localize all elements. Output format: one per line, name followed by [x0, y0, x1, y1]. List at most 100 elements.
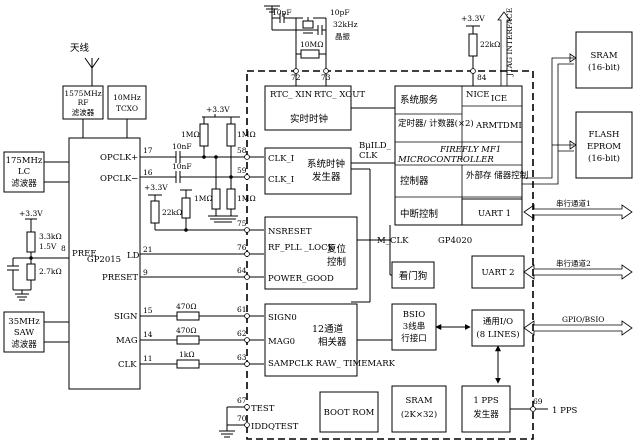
c-10nf-bottom-label: 10nF: [172, 162, 192, 171]
external-flash-line1: FLASH: [589, 130, 620, 140]
pps-line1: 1 PPS: [473, 396, 499, 406]
external-sram-line1: SRAM: [590, 51, 617, 61]
r-1m-b-label: 1MΩ: [237, 130, 256, 139]
gp2015-pinnum-clk: 11: [143, 354, 153, 363]
gp2015-pin-opclk-n: OPCLK−: [100, 174, 138, 184]
gp2015-pinnum-pree: 8: [61, 244, 66, 253]
gp4020-pinnum-power-good: 64: [237, 266, 247, 275]
r-1m-d-label: 1MΩ: [237, 194, 256, 203]
gp4020-pinnum-rf-pll: 76: [237, 243, 247, 252]
gp4020-pinnum-nsreset: 75: [237, 219, 247, 228]
watchdog-label: 看门狗: [399, 270, 428, 282]
rtc-block: RTC_ XIN RTC_ XOUT 实时时钟: [264, 85, 365, 131]
test-label: TEST: [251, 404, 275, 414]
reset-block: NSRESET RF_PLL _LOCK POWER_GOOD 复位 控制: [264, 216, 358, 290]
antenna: 天线: [70, 42, 100, 86]
corr-line1: 12通道: [312, 323, 344, 335]
gp2015-pin-mag: MAG: [116, 336, 138, 346]
mcu-armtdmi: ARMTDMI: [475, 121, 522, 131]
gp4020-pinnum-mag0: 62: [237, 329, 247, 338]
bus-clk-line2: CLK: [359, 151, 378, 161]
gpio-bsio-label: GPIO/BSIO: [562, 315, 604, 324]
reset-nsreset: NSRESET: [268, 227, 312, 237]
gp4020-pinnum-clk-i2: 59: [237, 166, 247, 175]
lc-filter-line1: 175MHz: [6, 156, 43, 166]
uart1-label: UART 1: [478, 209, 511, 219]
r-470-mag-label: 470Ω: [176, 326, 197, 335]
boot-rom-block: BOOT ROM: [319, 391, 379, 433]
rtc-xout: RTC_ XOUT: [314, 90, 365, 100]
serial2-arrow: [523, 264, 633, 280]
mcu-brand2: MICROCONTROLLER: [397, 155, 494, 165]
lc-filter-line2: LC: [18, 167, 30, 177]
gp2015-pin-pree: PREE: [72, 249, 97, 259]
gpio-line2: (8 LINES): [476, 329, 519, 340]
r-22k-reset-label: 22kΩ: [162, 208, 182, 217]
tcxo-line1: 10MHz: [113, 93, 141, 102]
mcu-controller: 控制器: [400, 175, 429, 187]
serial1-label: 串行通道1: [556, 198, 591, 208]
external-flash-line2: EPROM: [587, 142, 621, 152]
microcontroller-block: 系统服务 NICE ICE 定时器/ 计数器(×2) ARMTDMI FIREF…: [394, 85, 528, 226]
external-flash-line3: (16-bit): [588, 153, 620, 164]
mcu-timer: 定时器/ 计数器(×2): [398, 118, 474, 129]
clock-generator-block: CLK_I CLK_I 系统时钟 发生器: [264, 147, 352, 195]
saw-filter: 35MHz SAW 滤波器: [3, 311, 45, 353]
bsio-line3: 行接口: [401, 333, 427, 344]
gp2015-pin-preset: PRESET: [102, 273, 138, 283]
gpio-line1: 通用I/O: [483, 316, 513, 327]
gp2015-chip: GP2015: [68, 137, 141, 390]
bsio-line2: 3线串: [403, 321, 425, 332]
xtal-name-label: 晶振: [335, 31, 350, 41]
serial2-label: 串行通道2: [556, 258, 591, 268]
lc-filter-line3: 滤波器: [11, 178, 37, 189]
xtal-freq-label: 32kHz: [333, 20, 358, 29]
clkgen-clk-i2: CLK_I: [268, 175, 294, 185]
gp4020-pinnum-samp: 63: [237, 353, 247, 362]
gp4020-pinnum-test: 67: [237, 396, 247, 405]
corr-line2: 相关器: [318, 336, 347, 348]
clkgen-line2: 发生器: [312, 171, 341, 183]
mcu-int-ctrl: 中断控制: [400, 208, 438, 220]
corr-sign0: SIGN0: [268, 313, 297, 323]
gp2015-pin-sign: SIGN: [114, 312, 138, 322]
bsio-line1: BSIO: [403, 310, 425, 320]
jtag-label: JTAG INTERFACE: [505, 8, 514, 77]
reset-power-good: POWER_GOOD: [268, 274, 334, 284]
c-10pf-left-label: 10pF: [272, 8, 292, 17]
clkgen-clk-i: CLK_I: [268, 154, 294, 164]
internal-sram-line1: SRAM: [405, 396, 432, 406]
reset-line1: 复位: [327, 243, 347, 255]
mcu-brand1: FIREFLY MF1: [439, 145, 501, 155]
clkgen-line1: 系统时钟: [307, 158, 345, 170]
rf-filter: 1575MHz RF 滤波器: [62, 85, 104, 120]
reset-rf-pll: RF_PLL _LOCK: [268, 243, 335, 253]
c-10nf-top-label: 10nF: [172, 142, 192, 151]
serial1-arrow: [523, 204, 633, 220]
bias-vcc-label: +3.3V: [19, 209, 43, 218]
c-10pf-right-label: 10pF: [330, 8, 350, 17]
antenna-label: 天线: [70, 42, 90, 54]
pps-block: 1 PPS 发生器: [461, 385, 511, 433]
r-1m-a-label: 1MΩ: [181, 130, 200, 139]
reset-line2: 控制: [327, 256, 346, 268]
bsio-block: BSIO 3线串 行接口: [391, 303, 437, 351]
correlator-block: SIGN0 MAG0 SAMPCLK RAW_ TIMEMARK 12通道 相关…: [264, 303, 396, 377]
rail-vcc-top-label: +3.3V: [206, 105, 230, 114]
gp2015-pinnum-preset: 9: [143, 268, 148, 277]
gp4020-pinnum-iddqtest: 70: [237, 414, 247, 423]
external-sram-block: SRAM (16-bit): [575, 31, 633, 89]
r-22k-jtag-label: 22kΩ: [480, 40, 500, 49]
tcxo: 10MHz TCXO: [107, 85, 147, 120]
jtag-vcc-label: +3.3V: [461, 14, 485, 23]
mcu-nice: NICE: [466, 90, 490, 100]
gp2015-pinnum-opclk-n: 16: [143, 168, 153, 177]
pps-out-label: 1 PPS: [552, 406, 578, 416]
gp4020-pinnum-nice: 84: [477, 73, 487, 82]
gp2015-pin-opclk-p: OPCLK+: [100, 153, 138, 163]
uart1-block: UART 1: [461, 198, 523, 226]
saw-filter-line1: 35MHz: [8, 317, 40, 327]
uart2-label: UART 2: [481, 268, 514, 278]
r-470-sign-label: 470Ω: [176, 302, 197, 311]
